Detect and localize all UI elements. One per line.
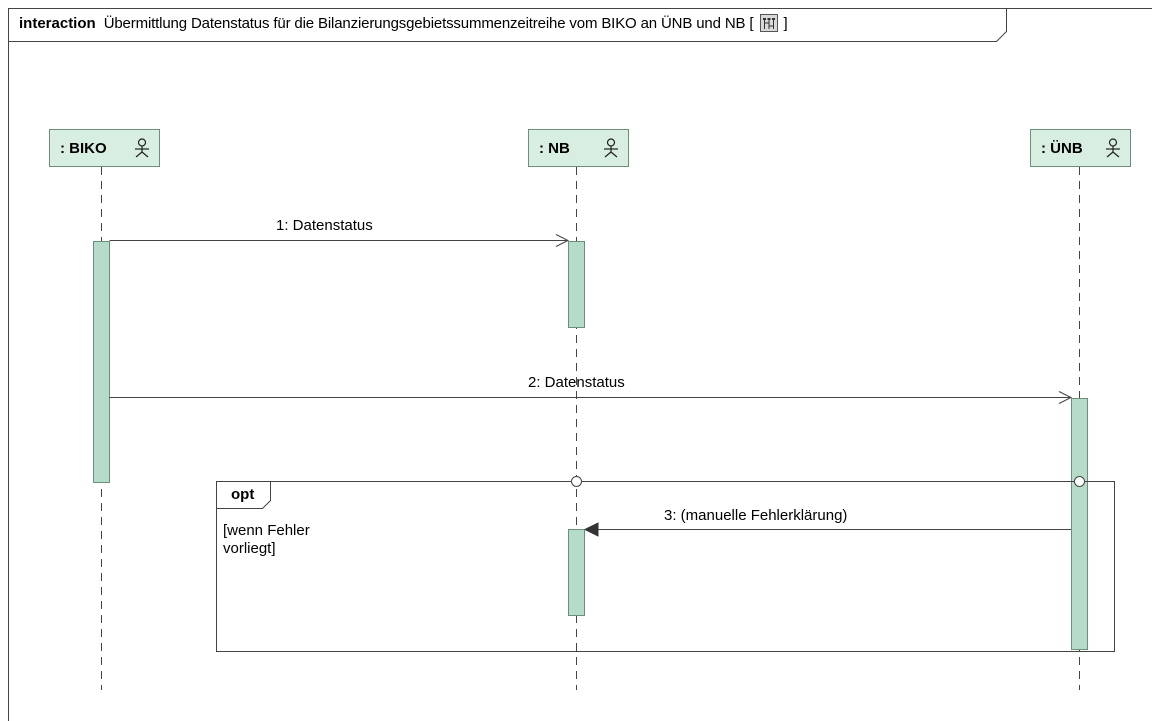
fragment-gate-uenb bbox=[1074, 476, 1085, 487]
frame-bracket-open: [ bbox=[749, 15, 754, 32]
message-2-arrowhead bbox=[1058, 391, 1073, 404]
fragment-guard-line-2: vorliegt] bbox=[223, 540, 276, 557]
frame-title-tab bbox=[8, 8, 1007, 42]
activation-uenb bbox=[1071, 398, 1088, 650]
actor-icon bbox=[604, 138, 618, 158]
lifeline-nb-label: : NB bbox=[539, 140, 570, 157]
activation-biko bbox=[93, 241, 110, 483]
fragment-guard-line-1: [wenn Fehler bbox=[223, 522, 310, 539]
opt-fragment-tab bbox=[216, 481, 271, 509]
frame-title: interaction Übermittlung Datenstatus für … bbox=[19, 12, 788, 36]
lifeline-biko-label: : BIKO bbox=[60, 140, 107, 157]
fragment-operator: opt bbox=[231, 486, 255, 503]
message-3-label[interactable]: 3: (manuelle Fehlerklärung) bbox=[664, 507, 848, 524]
fragment-gate-nb bbox=[571, 476, 582, 487]
fragment-guard: [wenn Fehler vorliegt] bbox=[223, 522, 310, 558]
frame-name: Übermittlung Datenstatus für die Bilanzi… bbox=[103, 15, 746, 32]
lifeline-uenb[interactable]: : ÜNB bbox=[1030, 129, 1131, 167]
sequence-diagram-icon bbox=[759, 14, 778, 33]
interaction-frame bbox=[8, 8, 1152, 721]
lifeline-nb[interactable]: : NB bbox=[528, 129, 629, 167]
message-2-label[interactable]: 2: Datenstatus bbox=[528, 374, 625, 391]
actor-icon bbox=[135, 138, 149, 158]
opt-fragment-frame bbox=[216, 481, 1115, 652]
frame-bracket-close: ] bbox=[783, 15, 788, 32]
activation-nb-2 bbox=[568, 529, 585, 616]
frame-keyword: interaction bbox=[19, 15, 96, 32]
lifeline-uenb-label: : ÜNB bbox=[1041, 140, 1083, 157]
message-1-label[interactable]: 1: Datenstatus bbox=[276, 217, 373, 234]
message-3-arrowhead bbox=[583, 522, 599, 537]
activation-nb-1 bbox=[568, 241, 585, 328]
actor-icon bbox=[1106, 138, 1120, 158]
lifeline-biko[interactable]: : BIKO bbox=[49, 129, 160, 167]
message-1-arrowhead bbox=[555, 234, 570, 247]
